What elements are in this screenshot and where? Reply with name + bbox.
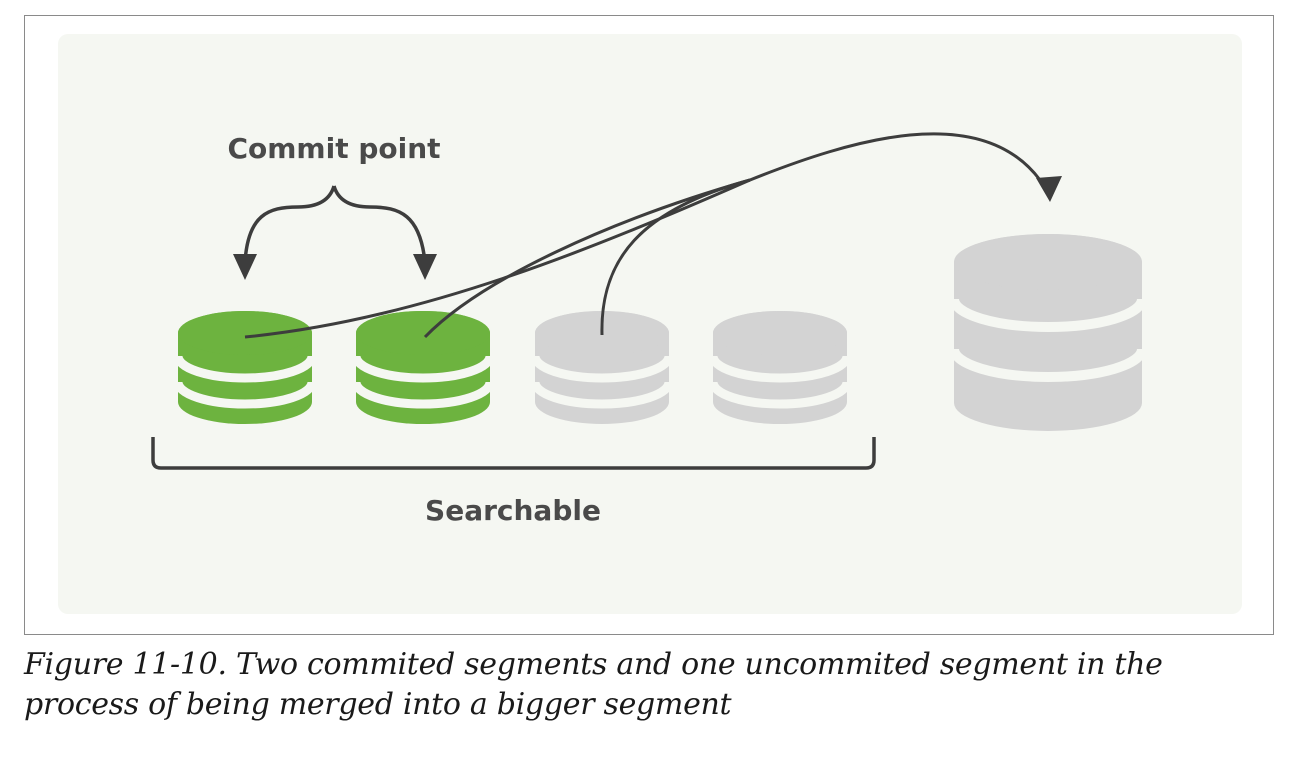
- segment-4-uncommitted: [708, 311, 852, 424]
- commit-point-label: Commit point: [227, 132, 440, 165]
- searchable-label: Searchable: [425, 494, 601, 527]
- merge-arrow-head: [1036, 176, 1062, 202]
- merged-segment: [949, 234, 1147, 431]
- merge-lines: [244, 132, 1042, 339]
- diagram: Commit point Searchable: [58, 34, 1242, 614]
- commit-arrow-left-head: [233, 254, 257, 280]
- searchable-bracket: [151, 437, 876, 470]
- segment-1-committed: [173, 311, 317, 424]
- figure-number: Figure 11-10.: [24, 647, 227, 682]
- segment-2-committed: [351, 311, 495, 424]
- segment-3-uncommitted: [530, 311, 674, 424]
- figure-caption: Figure 11-10. Two commited segments and …: [24, 645, 1274, 725]
- caption-text: Two commited segments and one uncommited…: [24, 647, 1163, 722]
- commit-arrow-right-head: [413, 254, 437, 280]
- commit-point-brace: [243, 185, 427, 263]
